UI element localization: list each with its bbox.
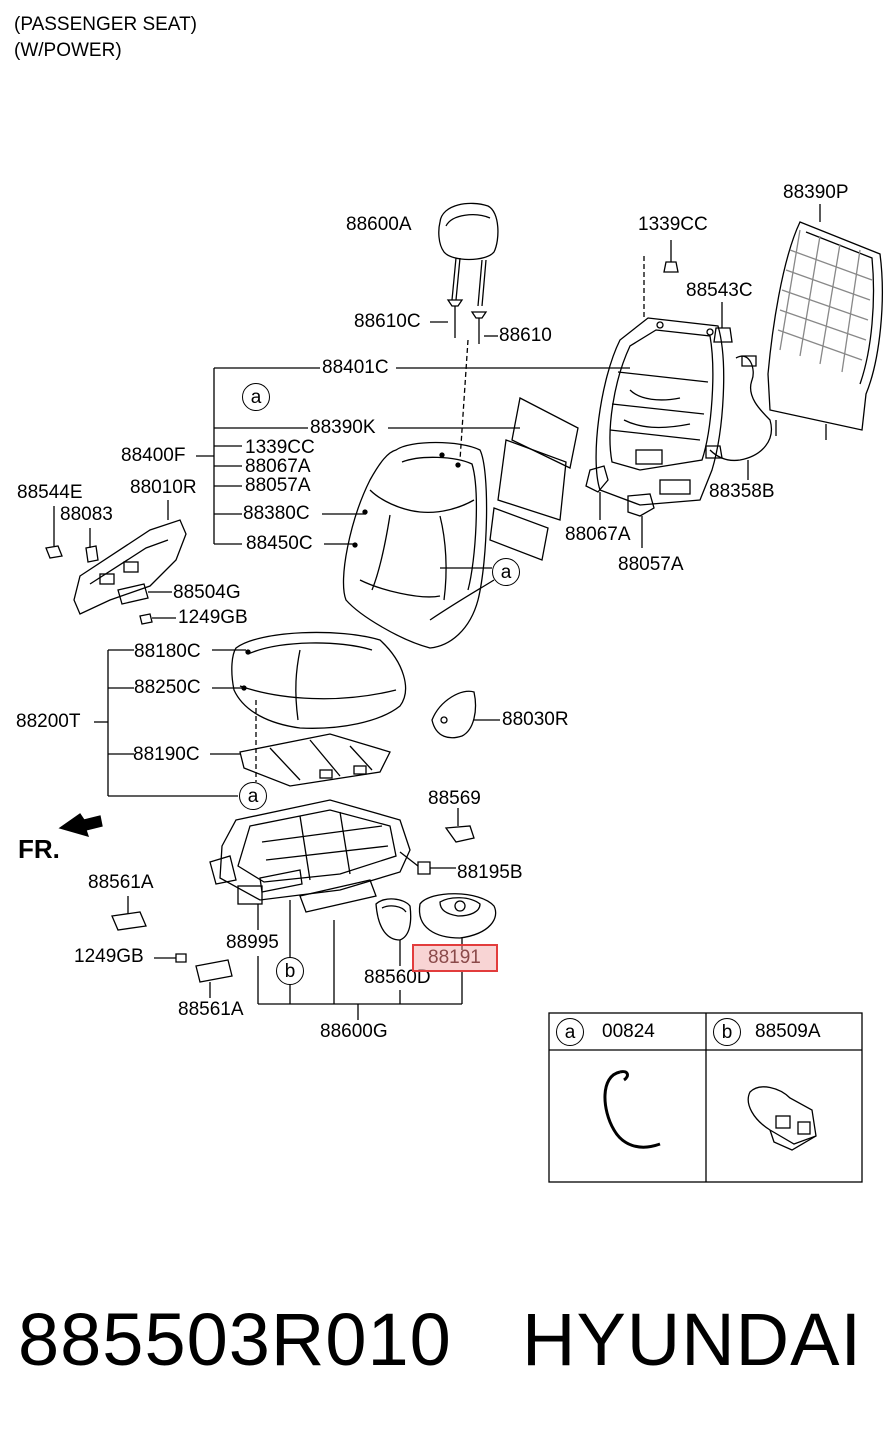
front-indicator-label: FR. (18, 834, 60, 864)
label-88180c: 88180C (134, 641, 201, 662)
label-1339cc-mid: 1339CC (245, 437, 315, 458)
callout-lines-cushion (94, 649, 246, 797)
label-88995: 88995 (226, 932, 279, 953)
label-88600g: 88600G (320, 1021, 388, 1042)
label-88390k: 88390K (310, 417, 376, 438)
label-88057a-mid: 88057A (245, 475, 311, 496)
seat-back-frame-drawing (595, 256, 725, 506)
label-88561a-bot: 88561A (178, 999, 244, 1020)
label-88190c: 88190C (133, 744, 200, 765)
label-88030r: 88030R (502, 709, 569, 730)
back-board-drawing (767, 204, 883, 440)
label-88067a-right: 88067A (565, 524, 631, 545)
legend-table (548, 1012, 863, 1183)
recliner-drawing (418, 893, 497, 950)
label-88380c: 88380C (243, 503, 310, 524)
legend-b-circle: b (713, 1018, 741, 1046)
label-88010r: 88010R (130, 477, 197, 498)
side-shield-drawing (45, 500, 187, 625)
label-1249gb-top: 1249GB (178, 607, 248, 628)
seat-cushion-drawing (231, 631, 407, 782)
seat-back-cover-drawing (342, 441, 488, 649)
label-88191: 88191 (428, 947, 481, 968)
label-88390p: 88390P (783, 182, 849, 203)
footer-brand: HYUNDAI (522, 1298, 863, 1381)
label-88401c: 88401C (322, 357, 389, 378)
label-88561a-top: 88561A (88, 872, 154, 893)
label-1249gb-bot: 1249GB (74, 946, 144, 967)
callout-lines-upper (196, 367, 630, 621)
headrest-guides (430, 299, 498, 461)
front-arrow-icon (58, 813, 103, 837)
label-88200t: 88200T (16, 711, 81, 732)
label-88358b: 88358B (709, 481, 775, 502)
nut-1339cc-drawing (663, 261, 679, 273)
callout-a-upper: a (242, 383, 270, 411)
label-88057a-right: 88057A (618, 554, 684, 575)
callout-lines-lower (257, 900, 463, 1020)
seat-back-pads-drawing (489, 397, 579, 561)
bracket-88561a-drawing (111, 896, 233, 998)
label-88544e: 88544E (17, 482, 83, 503)
footer-part-number: 885503R010 (18, 1298, 452, 1381)
brackets-drawing (585, 465, 655, 548)
wire-harness-drawing (705, 355, 772, 480)
label-88250c: 88250C (134, 677, 201, 698)
callout-a-seatback: a (492, 558, 520, 586)
legend-a-part: 00824 (602, 1021, 655, 1042)
header-line-2: (W/POWER) (14, 40, 122, 61)
label-88569: 88569 (428, 788, 481, 809)
label-88195b: 88195B (457, 862, 523, 883)
seat-pad-drawing (239, 733, 391, 787)
label-88543c: 88543C (686, 280, 753, 301)
label-88067a-mid: 88067A (245, 456, 311, 477)
label-88504g: 88504G (173, 582, 241, 603)
label-88560d: 88560D (364, 967, 431, 988)
label-88610: 88610 (499, 325, 552, 346)
highlighted-part-88191[interactable]: 88191 (412, 944, 498, 972)
bracket-88569-drawing (444, 825, 475, 843)
callout-a-cushion: a (239, 782, 267, 810)
cushion-frame-drawing (209, 799, 456, 913)
label-88400f: 88400F (121, 445, 186, 466)
label-88083: 88083 (60, 504, 113, 525)
label-1339cc-top: 1339CC (638, 214, 708, 235)
knob-cover-drawing (431, 690, 500, 739)
label-88610c: 88610C (354, 311, 421, 332)
legend-b-part: 88509A (755, 1021, 821, 1042)
clip-88543c-drawing (713, 327, 733, 343)
legend-a-circle: a (556, 1018, 584, 1046)
label-88450c: 88450C (246, 533, 313, 554)
callout-b-frame: b (276, 957, 304, 985)
label-88600a: 88600A (346, 214, 412, 235)
header-line-1: (PASSENGER SEAT) (14, 14, 197, 35)
switch-knob-drawing (375, 898, 412, 966)
headrest-drawing (438, 202, 499, 307)
